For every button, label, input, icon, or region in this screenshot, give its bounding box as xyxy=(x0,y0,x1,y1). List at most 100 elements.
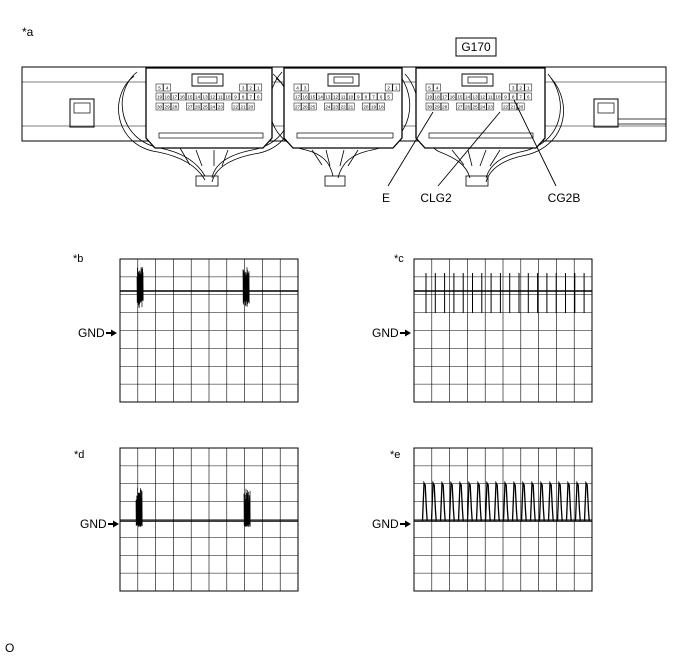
signal-pulse xyxy=(466,480,473,522)
pin-number: 29 xyxy=(165,104,171,109)
pin-cavity xyxy=(216,102,225,111)
pin-number: 14 xyxy=(465,94,471,99)
pin-cavity xyxy=(471,102,479,111)
pin-cavity xyxy=(239,92,247,101)
terminal-label-clg2: CLG2 xyxy=(420,191,452,205)
pin-cavity xyxy=(524,83,533,92)
pin-number: 27 xyxy=(457,104,463,109)
signal-pulse xyxy=(421,480,428,522)
pin-number: 18 xyxy=(165,94,171,99)
pin-cavity xyxy=(170,92,179,101)
pin-cavity xyxy=(433,83,441,92)
pin-cavity xyxy=(440,102,449,111)
pin-cavity xyxy=(463,92,472,101)
pin-cavity xyxy=(163,83,171,92)
waveform-label: *b xyxy=(73,253,83,265)
pin-number: 15 xyxy=(187,94,193,99)
pin-cavity xyxy=(316,92,325,101)
pin-cavity xyxy=(425,102,434,111)
pin-number: 7 xyxy=(372,94,375,99)
pin-cavity xyxy=(377,102,385,111)
pin-cavity xyxy=(201,92,209,101)
pin-number: 19 xyxy=(371,104,377,109)
pin-number: 22 xyxy=(341,104,347,109)
pin-cavity xyxy=(369,92,378,101)
pin-number: 20 xyxy=(518,104,524,109)
pin-cavity xyxy=(246,83,255,92)
gnd-label: GND xyxy=(78,326,105,340)
pin-number: 24 xyxy=(480,104,486,109)
pin-cavity xyxy=(501,102,510,111)
signal-pulse xyxy=(529,480,536,522)
pin-cavity xyxy=(246,92,255,101)
pin-cavity xyxy=(201,102,209,111)
pin-number: 3 xyxy=(242,85,245,90)
pin-cavity xyxy=(509,102,517,111)
pin-number: 6 xyxy=(380,94,383,99)
signal-pulse xyxy=(484,480,491,522)
pin-cavity xyxy=(324,102,332,111)
signal-pulse xyxy=(448,480,455,522)
pin-number: 27 xyxy=(187,104,193,109)
pin-number: 4 xyxy=(296,85,299,90)
pin-cavity xyxy=(163,102,171,111)
pin-cavity xyxy=(463,102,472,111)
pin-cavity xyxy=(231,92,240,101)
pin-number: 5 xyxy=(158,85,161,90)
pin-cavity xyxy=(456,92,464,101)
pin-number: 14 xyxy=(195,94,201,99)
pin-cavity xyxy=(301,83,309,92)
gnd-label: GND xyxy=(80,517,107,531)
pin-number: 1 xyxy=(395,85,398,90)
pin-number: 25 xyxy=(473,104,479,109)
pin-cavity xyxy=(384,92,393,101)
pin-cavity xyxy=(301,102,309,111)
pin-cavity xyxy=(186,92,194,101)
footer-mark: O xyxy=(5,641,14,655)
pin-cavity xyxy=(339,92,347,101)
gnd-arrowhead xyxy=(111,329,117,337)
pin-number: 11 xyxy=(341,94,346,99)
pin-number: 17 xyxy=(442,94,448,99)
waveform-label: *e xyxy=(390,449,400,461)
signal-pulse xyxy=(439,480,446,522)
pin-number: 30 xyxy=(157,104,163,109)
pin-number: 23 xyxy=(333,104,339,109)
pin-number: 25 xyxy=(203,104,209,109)
pin-number: 21 xyxy=(241,104,247,109)
gnd-arrowhead xyxy=(405,329,411,337)
signal-pulse xyxy=(457,480,464,522)
pin-cavity xyxy=(155,102,164,111)
pin-cavity xyxy=(308,102,317,111)
signal-pulse xyxy=(520,480,527,522)
pin-cavity xyxy=(331,92,340,101)
pin-number: 2 xyxy=(249,85,252,90)
pin-cavity xyxy=(346,92,355,101)
pin-number: 10 xyxy=(225,94,231,99)
waveform-label: *c xyxy=(394,253,404,265)
pin-cavity xyxy=(239,83,247,92)
pin-number: 3 xyxy=(512,85,515,90)
pin-number: 9 xyxy=(357,94,360,99)
pin-number: 15 xyxy=(310,94,316,99)
pin-number: 6 xyxy=(527,94,530,99)
pin-cavity xyxy=(516,92,525,101)
pin-number: 21 xyxy=(511,104,517,109)
pin-number: 20 xyxy=(363,104,369,109)
pin-cavity xyxy=(346,102,355,111)
signal-burst xyxy=(243,488,251,527)
pin-cavity xyxy=(486,102,495,111)
pin-cavity xyxy=(354,92,363,101)
terminal-label-e: E xyxy=(382,191,390,205)
gnd-label: GND xyxy=(372,326,399,340)
pin-cavity xyxy=(392,83,401,92)
panel-a-label: *a xyxy=(22,25,34,39)
pin-cavity xyxy=(239,102,247,111)
pin-cavity xyxy=(384,83,393,92)
